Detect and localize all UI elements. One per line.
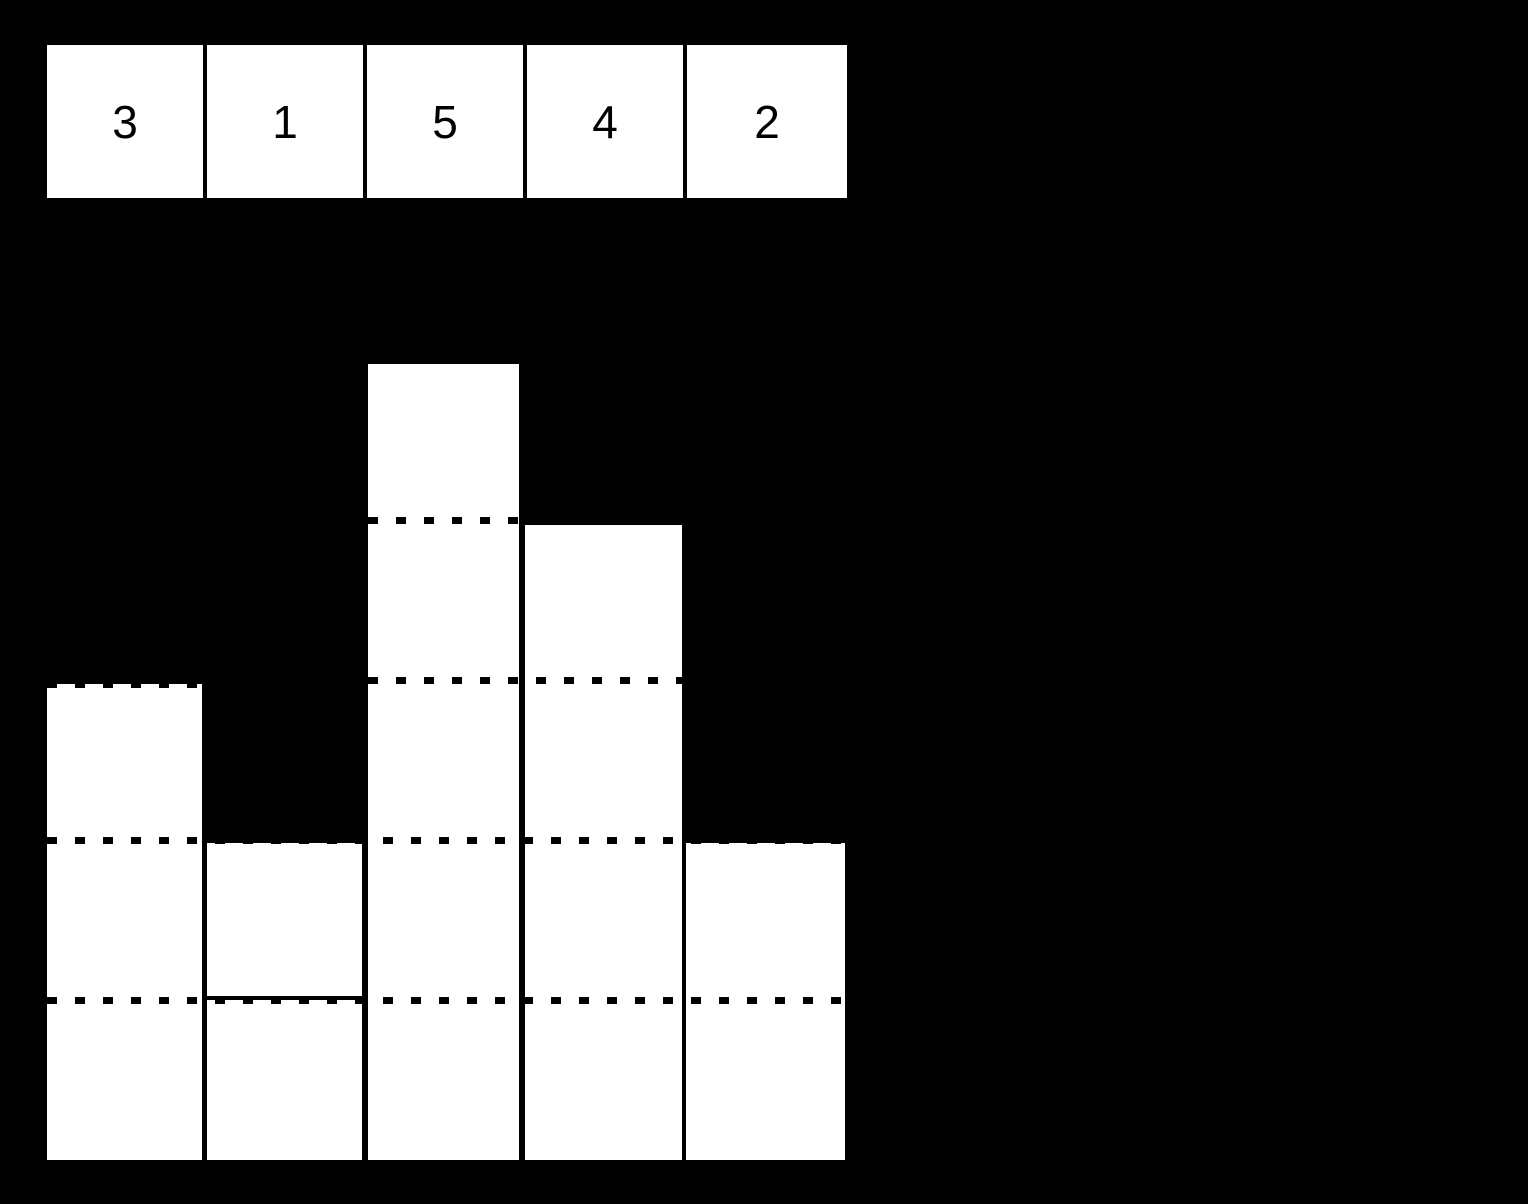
gridline [47, 681, 206, 688]
bar-chart [47, 360, 845, 1160]
array-row: 3 1 5 4 2 [47, 45, 847, 198]
array-cell[interactable]: 4 [527, 45, 687, 198]
array-cell-value: 3 [112, 95, 138, 148]
array-cell-value: 2 [754, 95, 780, 148]
array-cell-value: 4 [592, 95, 618, 148]
gridline [47, 997, 845, 1004]
bar[interactable] [47, 684, 206, 1160]
array-cell[interactable]: 1 [207, 45, 367, 198]
array-cell[interactable]: 5 [367, 45, 527, 198]
gridline [47, 837, 845, 844]
gridline [368, 677, 686, 684]
gridline [368, 517, 523, 524]
array-cell-value: 1 [272, 95, 298, 148]
array-cell[interactable]: 3 [47, 45, 207, 198]
array-cell-value: 5 [432, 95, 458, 148]
array-cell[interactable]: 2 [687, 45, 847, 198]
bar[interactable] [368, 364, 523, 1160]
